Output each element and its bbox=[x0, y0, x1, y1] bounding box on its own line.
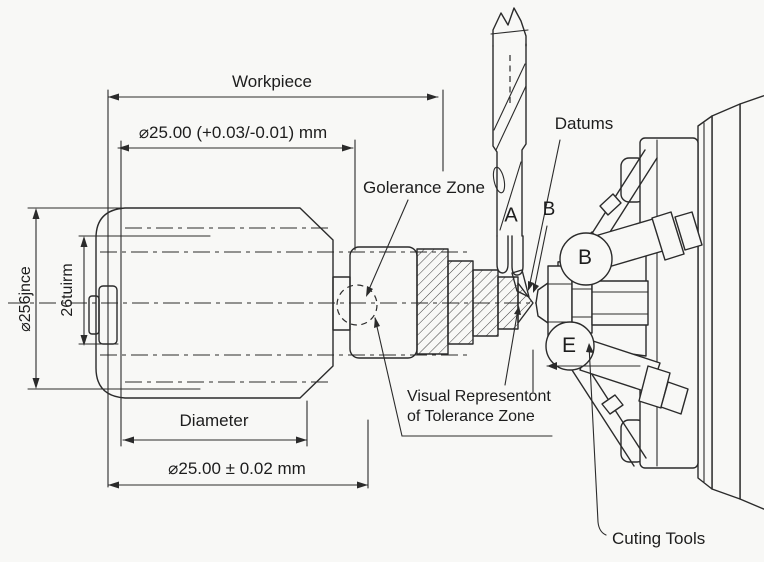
label-cutting-tools: Cuting Tools bbox=[612, 529, 706, 549]
label-tool-b: B bbox=[577, 245, 593, 269]
label-dimension-bottom: ⌀25.00 ± 0.02 mm bbox=[168, 459, 306, 479]
tool-holder-b bbox=[559, 211, 703, 286]
tolerance-zone-circle bbox=[336, 284, 378, 326]
label-datums: Datums bbox=[554, 114, 614, 134]
label-datum-a: A bbox=[504, 204, 518, 227]
dimension-lines bbox=[32, 93, 439, 489]
label-tolerance-zone: Golerance Zone bbox=[363, 178, 485, 198]
extension-lines bbox=[27, 89, 444, 489]
label-datum-b: B bbox=[542, 199, 556, 221]
label-visual-rep-line2: of Tolerance Zone bbox=[407, 407, 535, 425]
label-tool-e: E bbox=[561, 333, 577, 357]
center-cone-tip bbox=[517, 282, 534, 324]
label-workpiece: Workpiece bbox=[232, 72, 312, 92]
label-diameter: Diameter bbox=[179, 411, 249, 431]
drill-bit bbox=[490, 7, 530, 298]
label-vertical-inner: 26tuirm bbox=[58, 263, 76, 317]
hatched-shaft bbox=[416, 248, 534, 355]
leader-lines bbox=[366, 139, 641, 536]
machine-body bbox=[697, 94, 764, 510]
label-dimension-top: ⌀25.00 (+0.03/-0.01) mm bbox=[138, 123, 328, 143]
label-vertical-outer: ⌀256jnce bbox=[16, 266, 34, 332]
tool-holder-e bbox=[545, 321, 689, 415]
label-visual-rep-line1: Visual Representont bbox=[407, 387, 551, 405]
